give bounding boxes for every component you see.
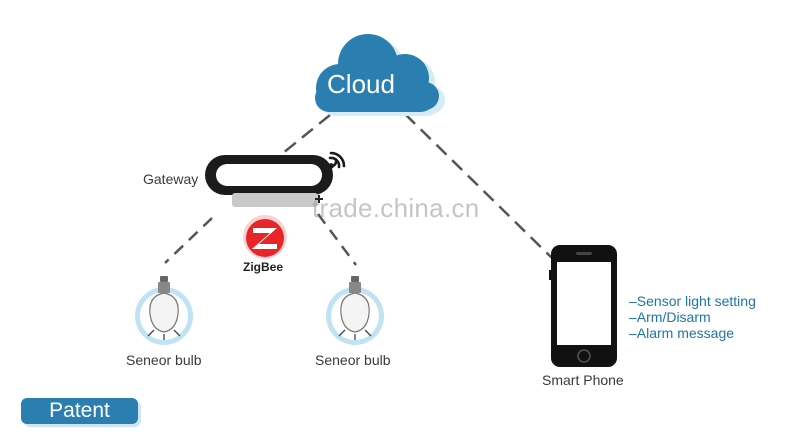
bulb-right-label: Seneor bulb: [315, 352, 391, 368]
zigbee-label: ZigBee: [243, 260, 284, 274]
sensor-bulb-right-icon: [326, 276, 384, 345]
sensor-bulb-left-icon: [135, 276, 193, 345]
wifi-icon: [328, 151, 346, 169]
zigbee-logo-icon: [243, 215, 287, 259]
cloud-icon: [315, 34, 445, 116]
cloud-label: Cloud: [327, 69, 395, 99]
bulb-left-label: Seneor bulb: [126, 352, 202, 368]
phone-feature-list: –Sensor light setting –Arm/Disarm –Alarm…: [629, 293, 756, 341]
connector-gateway-bulb-left: [164, 217, 213, 264]
connector-cloud-phone: [404, 113, 553, 259]
watermark-text: trade.china.cn: [312, 193, 480, 223]
connector-gateway-bulb-right: [316, 213, 358, 266]
patent-badge: Patent: [21, 398, 138, 424]
gateway-label: Gateway: [143, 171, 199, 187]
feature-item: –Arm/Disarm: [629, 309, 711, 325]
gateway-device: [205, 155, 333, 207]
feature-item: –Alarm message: [629, 325, 735, 341]
feature-item: –Sensor light setting: [629, 293, 756, 309]
smartphone-label: Smart Phone: [542, 372, 624, 388]
smartphone-icon: [549, 245, 617, 367]
